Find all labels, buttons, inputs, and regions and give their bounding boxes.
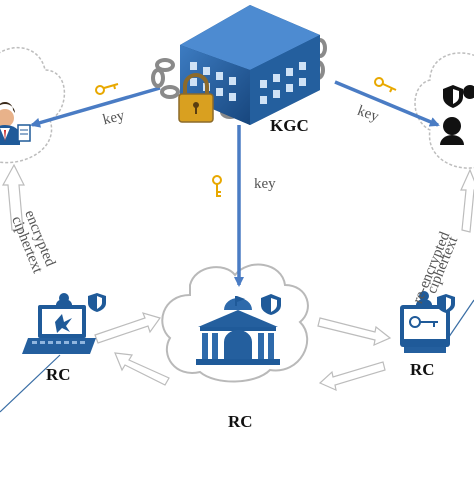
terminal-icon <box>400 291 450 353</box>
shield-icon <box>443 85 463 108</box>
padlock-icon <box>178 73 214 123</box>
key-icon <box>374 77 397 93</box>
user-icon <box>0 102 31 145</box>
building-icon <box>180 5 320 125</box>
laptop-icon <box>22 293 96 354</box>
shield-icon <box>88 293 106 312</box>
government-building-icon <box>196 296 280 365</box>
hollow-arrow-left-up <box>1 163 25 231</box>
center-cloud <box>161 263 309 383</box>
hollow-arrows <box>1 163 474 392</box>
hollow-arrow-center-to-laptop <box>114 352 170 386</box>
key-icon <box>95 83 119 95</box>
arrow-kgc-to-left <box>30 86 161 128</box>
hollow-arrow-center-to-terminal <box>317 317 392 347</box>
hollow-arrow-laptop-to-center <box>94 312 161 344</box>
shield-icon <box>437 294 455 313</box>
arrow-kgc-to-right <box>334 80 440 127</box>
key-label-center: key <box>254 176 276 192</box>
corner-line-left <box>0 354 61 413</box>
right-cloud <box>414 52 474 169</box>
key-icon <box>212 175 222 197</box>
hollow-arrow-right-up <box>460 168 474 233</box>
rc-label-left: RC <box>46 365 71 384</box>
shield-icon <box>261 294 281 315</box>
kgc-label: KGC <box>270 116 309 135</box>
hollow-arrow-terminal-to-center <box>318 361 386 392</box>
rc-label-center: RC <box>228 412 253 431</box>
user-icon <box>440 85 474 145</box>
left-cloud <box>0 46 66 164</box>
rc-label-right: RC <box>410 360 435 379</box>
